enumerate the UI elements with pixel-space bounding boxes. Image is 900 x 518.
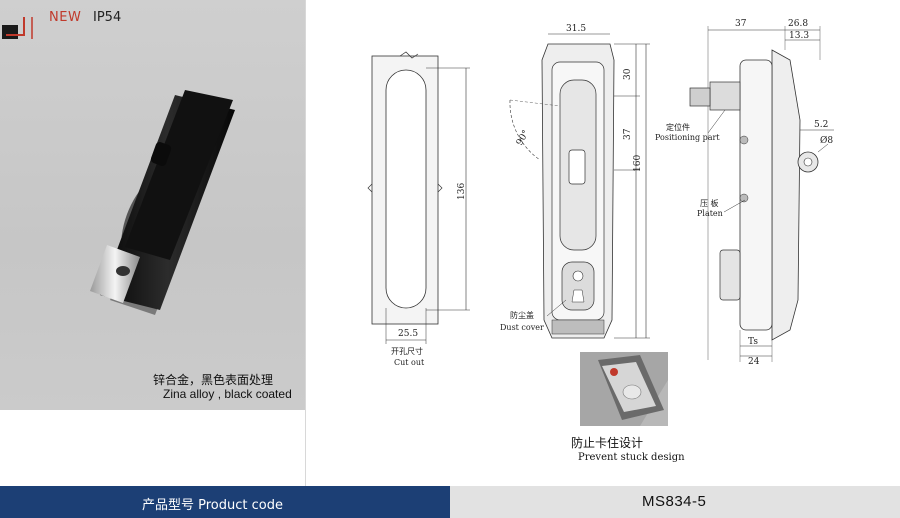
material-cn: 锌合金，黑色表面处理 [153,373,274,387]
front-dim-160: 160 [633,155,643,172]
prevent-stuck-inset [580,352,668,426]
platen-cn: 压 板 [700,198,719,208]
front-width: 31.5 [566,24,586,34]
front-dim-30: 30 [623,68,633,80]
material-en: Zina alloy , black coated [163,387,292,401]
product-code-label-bar: 产品型号 Product code [0,486,450,518]
side-dim-ts: Ts [748,337,758,347]
inset-caption-en: Prevent stuck design [578,452,685,463]
cutout-label-en: Cut out [394,358,425,367]
new-badge: NEW [49,10,82,25]
panel-divider [305,0,306,486]
dust-cover-cn: 防尘盖 [510,310,534,320]
side-dim-37: 37 [735,19,747,29]
product-code-value: MS834-5 [642,493,707,510]
technical-drawing: 136 25.5 开孔尺寸 Cut out 31.5 30 37 160 90°… [367,19,834,426]
front-view: 31.5 30 37 160 90° 防尘盖 Dust cover [500,24,650,339]
inset-caption-cn: 防止卡住设计 [571,436,644,450]
side-dim-5-2: 5.2 [814,120,828,130]
ip-rating: IP54 [93,10,122,25]
positioning-part-cn: 定位件 [666,122,690,132]
product-code-value-bar: MS834-5 [450,486,900,518]
dust-cover-en: Dust cover [500,323,544,332]
side-dim-26-8: 26.8 [788,19,808,29]
brand-logo [2,17,33,39]
open-angle: 90° [515,129,532,148]
cutout-view: 136 25.5 开孔尺寸 Cut out [367,51,470,367]
cutout-width: 25.5 [398,329,418,339]
front-dim-37: 37 [623,128,633,140]
side-view: 37 26.8 13.3 5.2 Ø8 定位件 Positioning part… [655,19,834,367]
positioning-part-en: Positioning part [655,133,720,142]
side-dim-13-3: 13.3 [789,31,809,41]
product-photo-panel: NEW IP54 锌合金，黑色表面处理 Zina alloy , black c… [0,0,305,410]
cutout-label-cn: 开孔尺寸 [391,346,423,356]
side-dim-phi8: Ø8 [820,135,833,146]
side-dim-24: 24 [748,357,760,367]
cutout-height: 136 [457,183,467,200]
product-code-label: 产品型号 Product code [142,498,283,513]
platen-en: Platen [697,209,723,218]
lock-product-image [90,90,235,315]
